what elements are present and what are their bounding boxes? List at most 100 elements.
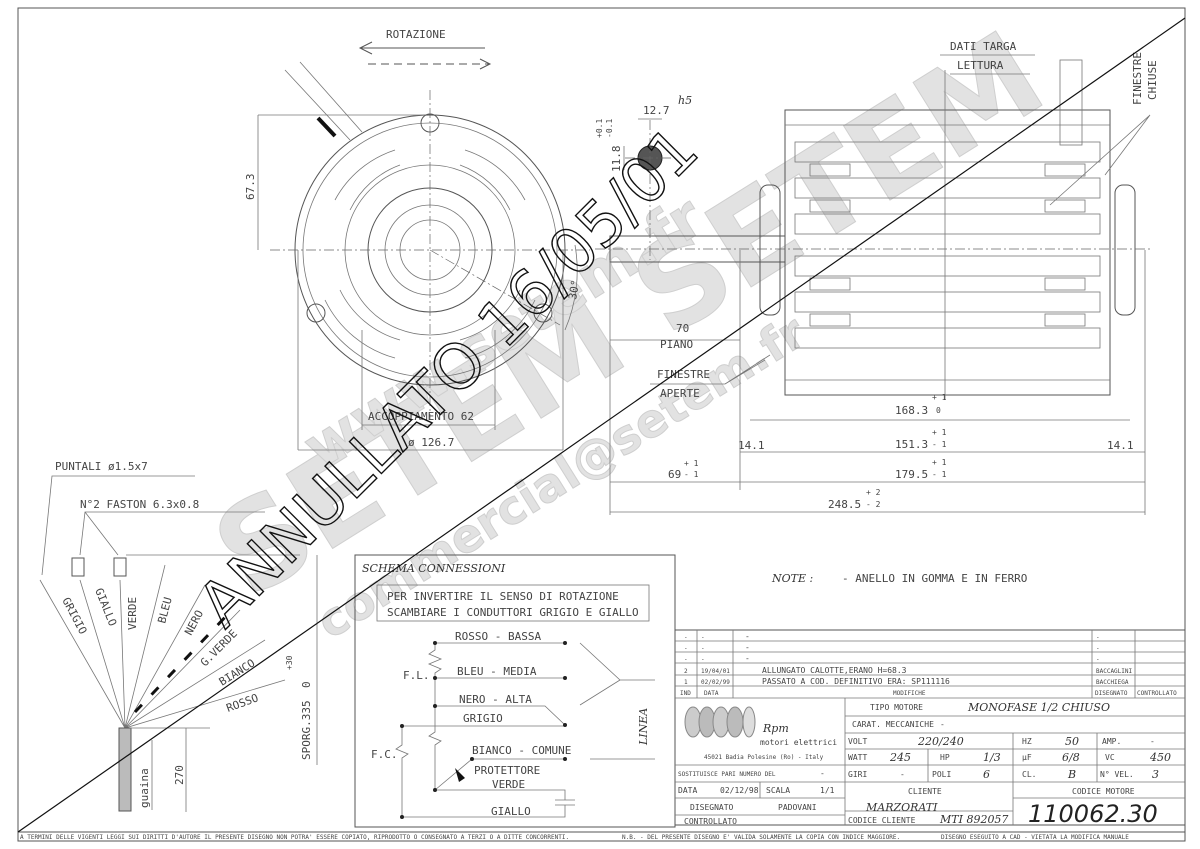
faston-connector-1 xyxy=(71,557,85,577)
label-rosso-bassa: ROSSO - BASSA xyxy=(455,630,541,643)
dim-arc-30 xyxy=(564,244,578,331)
dim-168-3-tol-up: + 1 xyxy=(932,393,947,402)
instruction-line-1: PER INVERTIRE IL SENSO DI ROTAZIONE xyxy=(387,590,619,603)
dim-accoppiamento: ACCOPPIAMENTO 62 xyxy=(368,410,474,423)
revision-ind: 1 xyxy=(684,679,688,686)
revision-data: - xyxy=(701,645,705,652)
codice-motore-value: 110062.30 xyxy=(1028,800,1158,828)
finestre-chiuse-leader xyxy=(1049,114,1151,206)
revision-ind: 2 xyxy=(684,668,688,675)
tipo-motore-label: TIPO MOTORE xyxy=(870,703,923,712)
label-bianco-comune: BIANCO - COMUNE xyxy=(472,744,571,757)
hp-value: 1/3 xyxy=(983,751,1001,764)
piano-label: PIANO xyxy=(660,338,693,351)
instruction-box xyxy=(376,584,650,622)
rotation-arrowhead xyxy=(358,41,373,55)
revision-data: - xyxy=(701,634,705,641)
disegnato-value: PADOVANI xyxy=(778,803,817,812)
rev-header-data: DATA xyxy=(704,690,719,697)
faston-leader xyxy=(79,511,265,556)
puntali-label: PUNTALI ø1.5x7 xyxy=(55,460,148,473)
watt-value: 245 xyxy=(889,751,911,764)
rev-header-disegnato: DISEGNATO xyxy=(1095,690,1128,697)
revision-dis: BACCAGLINI xyxy=(1096,668,1133,675)
green-yellow-stripe xyxy=(133,610,232,714)
giri-value: - xyxy=(900,770,905,779)
schema-lines xyxy=(395,642,655,818)
label-protettore: PROTETTORE xyxy=(474,764,540,777)
ventilation-slots xyxy=(339,164,521,341)
uf-value: 6/8 xyxy=(1062,751,1080,764)
hp-label: HP xyxy=(940,753,950,762)
tol-minus: -0.1 xyxy=(605,119,614,138)
footer-copyright: A TERMINI DELLE VIGENTI LEGGI SUI DIRITT… xyxy=(20,834,569,841)
dim-sporg-tol-down: 0 xyxy=(300,681,313,688)
note-text: - ANELLO IN GOMMA E IN FERRO xyxy=(842,572,1027,585)
revision-desc: ALLUNGATO CALOTTE,ERANO H=68.3 xyxy=(762,666,907,675)
label-bleu-media: BLEU - MEDIA xyxy=(457,665,537,678)
lettura-label: LETTURA xyxy=(957,59,1004,72)
tie-rod-right xyxy=(533,303,553,323)
finestre-chiuse-label-1: FINESTRE xyxy=(1131,52,1144,105)
data-label: DATA xyxy=(678,786,697,795)
note-label: NOTE : xyxy=(771,572,813,585)
wire-label-grigio: GRIGIO xyxy=(59,595,89,636)
cl-label: CL. xyxy=(1022,770,1036,779)
volt-label: VOLT xyxy=(848,737,867,746)
volt-value: 220/240 xyxy=(917,735,964,748)
tipo-motore-value: MONOFASE 1/2 CHIUSO xyxy=(967,701,1110,714)
finestre-chiuse-label-2: CHIUSE xyxy=(1146,60,1159,100)
revision-table xyxy=(674,629,1186,826)
dati-targa-label: DATI TARGA xyxy=(950,40,1017,53)
nvel-label: N° VEL. xyxy=(1100,770,1134,779)
label-linea: LINEA xyxy=(637,708,650,746)
revision-data: 02/02/99 xyxy=(701,679,730,686)
vc-value: 450 xyxy=(1149,751,1171,764)
controllato-label: CONTROLLATO xyxy=(684,817,737,826)
codice-cliente-label: CODICE CLIENTE xyxy=(848,816,916,825)
logo-subtitle: motori elettrici xyxy=(760,738,837,747)
revision-dis: BACCHIEGA xyxy=(1096,679,1129,686)
wire-label-bleu: BLEU xyxy=(155,596,174,625)
tol-plus: +0.1 xyxy=(595,119,604,138)
finestre-aperte-leader xyxy=(650,354,771,385)
dim-69-tol-down: - 1 xyxy=(684,470,699,479)
revision-dis: - xyxy=(1096,645,1100,652)
revision-data: 19/04/01 xyxy=(701,668,730,675)
rev-header-ind: IND xyxy=(680,690,691,697)
label-giallo: GIALLO xyxy=(491,805,531,818)
wire-label-rosso: ROSSO xyxy=(225,691,261,715)
cliente-value: MARZORATI xyxy=(865,801,938,814)
revision-dis: - xyxy=(1096,634,1100,641)
label-grigio: GRIGIO xyxy=(463,712,503,725)
rubber-ring-right xyxy=(1114,184,1136,316)
nvel-value: 3 xyxy=(1152,768,1159,781)
dim-angle: 30° xyxy=(566,279,582,301)
rubber-ring-left xyxy=(759,184,781,316)
dim-sporg-tol-up: +30 xyxy=(285,655,294,670)
cooling-slots xyxy=(794,141,1101,349)
revision-desc: PASSATO A COD. DEFINITIVO ERA: SP111116 xyxy=(762,677,950,686)
poli-label: POLI xyxy=(932,770,951,779)
logo-text: Rpm xyxy=(762,722,789,735)
cable-sleeve xyxy=(316,116,337,138)
cable-exit xyxy=(1059,59,1083,146)
dim-248-5: 248.5 xyxy=(828,498,861,511)
codice-motore-label: CODICE MOTORE xyxy=(1072,787,1135,796)
revision-desc: - xyxy=(745,632,750,641)
revision-ind: - xyxy=(684,656,688,663)
hz-label: HZ xyxy=(1022,737,1032,746)
carat-label: CARAT. MECCANICHE xyxy=(852,720,934,729)
dim-69: 69 xyxy=(668,468,681,481)
rev-header-controllato: CONTROLLATO xyxy=(1137,690,1177,697)
protector-symbol xyxy=(455,768,465,782)
rev-header-modifiche: MODIFICHE xyxy=(893,690,926,697)
wire-fan xyxy=(39,564,286,729)
dim-179-5-tol-down: - 1 xyxy=(932,470,947,479)
drawing-frame xyxy=(17,7,1186,842)
dim-69-tol-up: + 1 xyxy=(684,459,699,468)
wire-label-nero: NERO xyxy=(182,608,206,638)
finestre-aperte-label-1: FINESTRE xyxy=(657,368,710,381)
